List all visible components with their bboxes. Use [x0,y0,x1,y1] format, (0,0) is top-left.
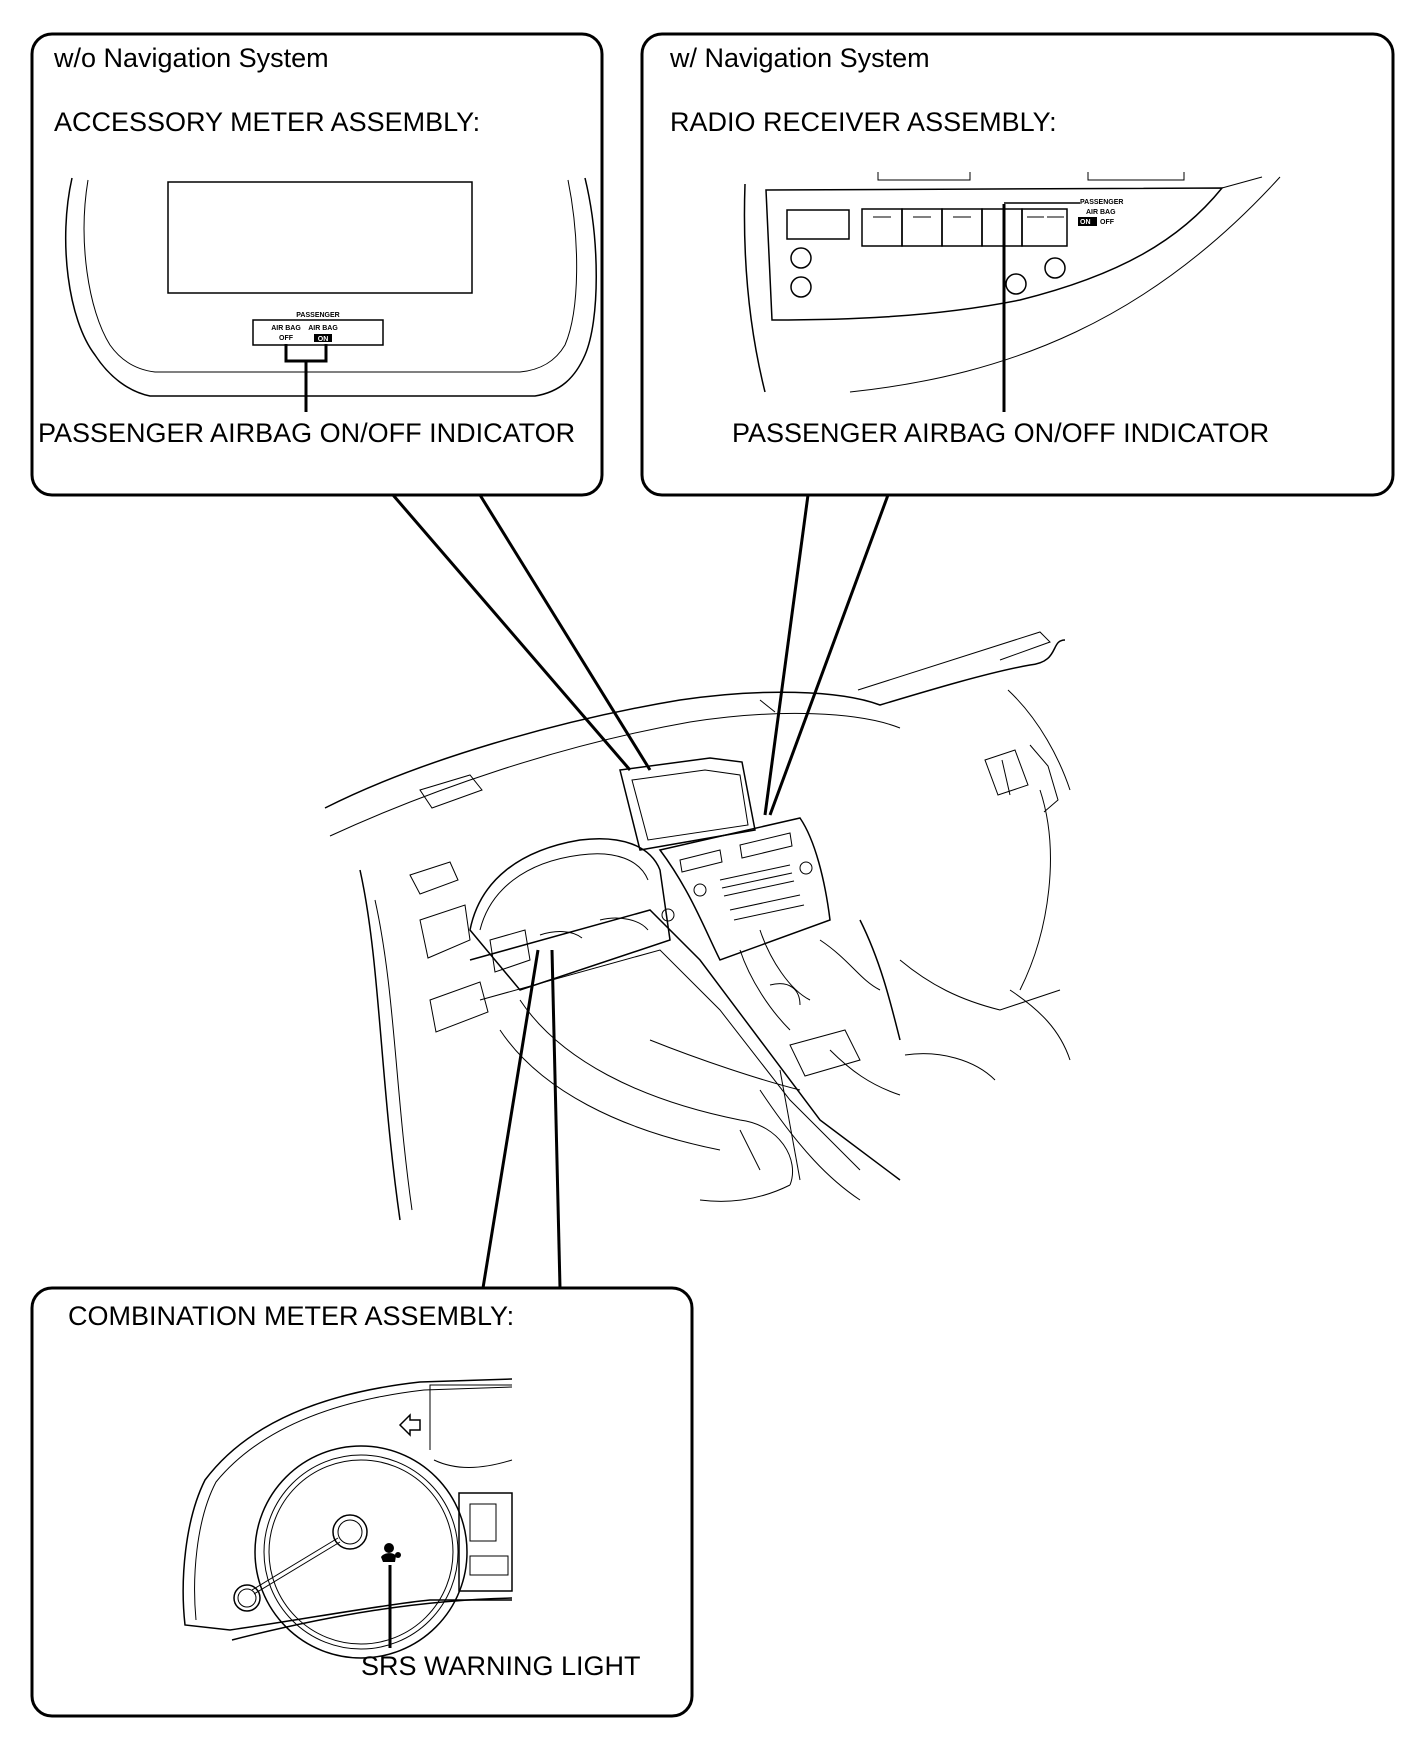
panel-frame [30,32,604,497]
callout-leader-top-left [391,494,652,771]
panel-frame [30,1286,694,1718]
knob-2 [790,276,812,298]
on-label: ON [1080,219,1091,226]
turn-signal-arrow [398,1413,421,1437]
off-label-2: OFF [279,335,294,342]
panel-accessory-meter: w/o Navigation System ACCESSORY METER AS… [30,32,604,497]
preset-button-5 [1021,208,1068,247]
on-highlight [314,334,332,342]
on-label-1: AIR BAG [308,325,338,332]
gauge-dial [254,1445,468,1659]
indicator-label: SRS WARNING LIGHT [361,1651,641,1681]
panel-heading: PASSENGER [1080,199,1123,206]
indicator-panel [252,319,384,346]
panel-condition: w/o Navigation System [53,43,329,73]
display-button [786,209,850,240]
panel-combination-meter: COMBINATION METER ASSEMBLY: [30,1286,694,1718]
panel-heading: PASSENGER [296,312,339,319]
knob-4 [1044,257,1066,279]
assembly-title: COMBINATION METER ASSEMBLY: [68,1301,514,1331]
assembly-title: ACCESSORY METER ASSEMBLY: [54,107,480,137]
gauge-needle [251,1537,339,1591]
indicator-label: PASSENGER AIRBAG ON/OFF INDICATOR [38,418,575,448]
display-screen [167,181,473,294]
srs-warning-light-icon [381,1543,401,1562]
callout-leader-top-right [763,494,890,816]
combination-meter-illustration [182,1378,513,1659]
accessory-meter-illustration: PASSENGER AIR BAG OFF AIR BAG ON [64,177,597,412]
sub-display [458,1492,513,1592]
panel-radio-receiver: w/ Navigation System RADIO RECEIVER ASSE… [640,32,1395,497]
on-label-2: ON [318,336,329,343]
on-highlight [1078,217,1097,226]
dashboard-illustration [324,631,1071,1221]
panel-sub: AIR BAG [1086,209,1116,216]
knob-3 [1005,273,1027,295]
reset-knob [233,1584,261,1612]
panel-frame [640,32,1395,497]
off-label: OFF [1100,219,1115,226]
assembly-title: RADIO RECEIVER ASSEMBLY: [670,107,1057,137]
radio-receiver-illustration: PASSENGER AIR BAG ON OFF [743,172,1281,412]
off-label-1: AIR BAG [271,325,301,332]
gauge-hub [332,1514,368,1550]
indicator-label: PASSENGER AIRBAG ON/OFF INDICATOR [732,418,1269,448]
knob-1 [790,247,812,269]
panel-condition: w/ Navigation System [669,43,930,73]
callout-leader-bottom [481,949,562,1289]
